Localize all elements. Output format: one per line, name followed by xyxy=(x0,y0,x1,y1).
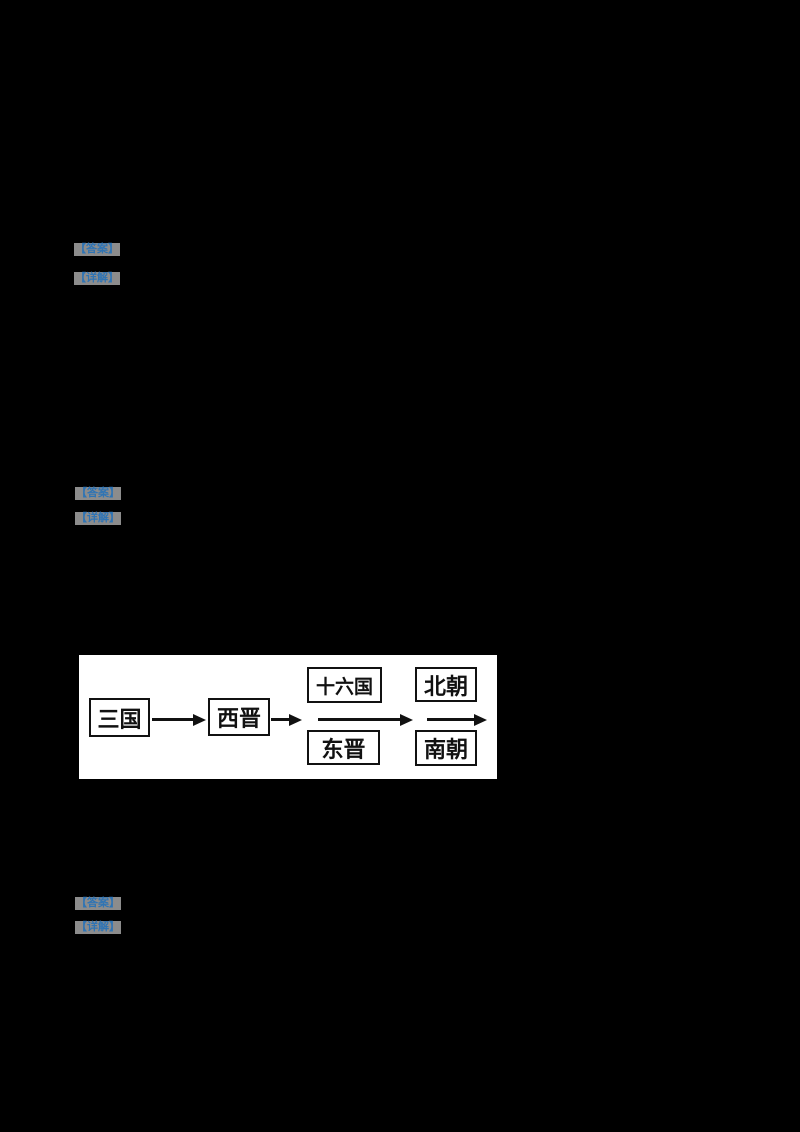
answer-tag: 【答案】 xyxy=(75,897,121,910)
detail-explanation-tag: 【详解】 xyxy=(75,921,121,934)
answer-tag: 【答案】 xyxy=(75,487,121,500)
arrowhead-icon xyxy=(193,713,206,726)
arrowhead-icon xyxy=(289,713,302,726)
flow-arrow-sixteen-kingdoms-eastern-jin-period xyxy=(318,713,413,726)
dynasty-flowchart-image: 三国 西晋 十六国 东晋 北朝 南朝 xyxy=(79,655,497,779)
flow-arrow-western-jin-to-split xyxy=(271,713,302,726)
node-western-jin: 西晋 xyxy=(208,698,270,736)
node-label: 北朝 xyxy=(423,674,468,700)
node-label: 西晋 xyxy=(216,707,261,732)
detail-explanation-tag: 【详解】 xyxy=(75,512,121,525)
node-eastern-jin: 东晋 xyxy=(307,730,380,765)
arrowhead-icon xyxy=(474,713,487,726)
node-northern-dynasties: 北朝 xyxy=(415,667,477,702)
flow-arrow-northern-southern-dynasties-period xyxy=(427,713,487,726)
node-sixteen-kingdoms: 十六国 xyxy=(307,667,382,703)
node-label: 南朝 xyxy=(423,738,468,763)
node-label: 东晋 xyxy=(321,737,366,763)
detail-explanation-tag: 【详解】 xyxy=(74,272,120,285)
flow-arrow-three-kingdoms-to-western-jin xyxy=(152,713,206,726)
node-three-kingdoms: 三国 xyxy=(89,698,150,737)
node-label: 三国 xyxy=(97,707,142,733)
node-southern-dynasties: 南朝 xyxy=(415,730,477,766)
arrowhead-icon xyxy=(400,713,413,726)
answer-tag: 【答案】 xyxy=(74,243,120,256)
node-label: 十六国 xyxy=(315,675,373,698)
